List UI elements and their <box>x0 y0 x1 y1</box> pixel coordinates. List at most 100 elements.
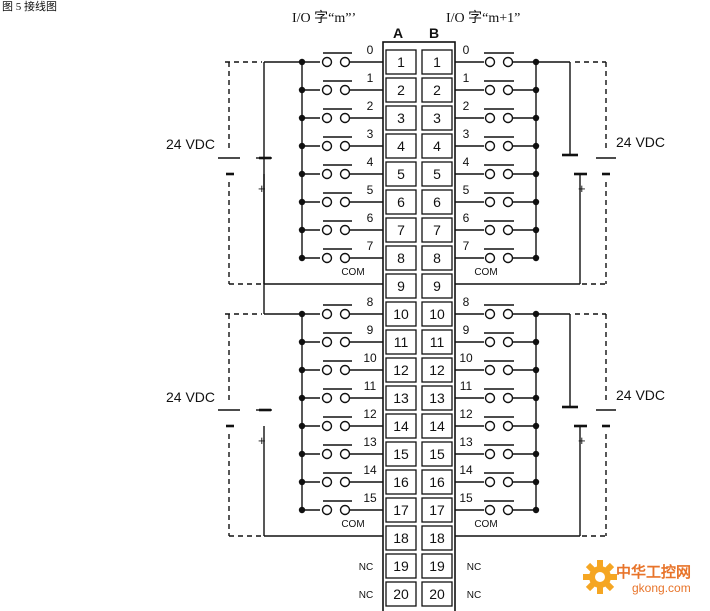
switch-contact <box>321 420 333 432</box>
switch-contact <box>339 448 351 460</box>
gear-icon <box>583 560 617 594</box>
switch-contact <box>484 308 496 320</box>
switch-contact <box>321 224 333 236</box>
terminal-cell-a <box>385 189 417 215</box>
terminal-cell-a <box>385 245 417 271</box>
terminal-cell-a <box>385 77 417 103</box>
nc-label-left: NC <box>359 590 373 601</box>
terminal-cell-a <box>385 469 417 495</box>
terminal-cell-b <box>421 161 453 187</box>
plus-sign-left: + <box>258 433 266 448</box>
terminal-cell-a <box>385 525 417 551</box>
supply-label-left-1: 24 VDC <box>166 136 216 152</box>
terminal-cell-a <box>385 329 417 355</box>
watermark-url: gkong.com <box>632 581 691 595</box>
terminal-cell-b <box>421 77 453 103</box>
switch-contact <box>502 224 514 236</box>
terminal-number-a: 12 <box>393 362 409 378</box>
plus-sign-right: + <box>578 433 586 448</box>
terminal-cell-b <box>421 189 453 215</box>
input-number-right: 11 <box>460 379 473 393</box>
terminal-cell-a <box>385 357 417 383</box>
switch-contact <box>502 140 514 152</box>
input-number-left: 9 <box>367 323 374 337</box>
switch-contact <box>321 84 333 96</box>
switch-contact <box>339 364 351 376</box>
terminal-number-a: 9 <box>397 278 405 294</box>
switch-contact <box>502 84 514 96</box>
terminal-number-b: 16 <box>429 474 445 490</box>
supply-label-right-2: 24 VDC <box>616 387 666 403</box>
terminal-number-b: 14 <box>429 418 445 434</box>
column-a-label: A <box>393 25 404 41</box>
terminal-cell-b <box>421 357 453 383</box>
switch-contact <box>484 476 496 488</box>
terminal-cell-a <box>385 441 417 467</box>
figure-caption: 图 5 接线图 <box>2 1 57 13</box>
terminal-number-a: 6 <box>397 194 405 210</box>
com-label-right: COM <box>474 519 497 530</box>
input-number-right: 14 <box>459 463 473 477</box>
switch-contact <box>339 252 351 264</box>
terminal-cell-a <box>385 301 417 327</box>
terminal-cell-a <box>385 385 417 411</box>
switch-contact <box>339 504 351 516</box>
switch-contact <box>502 476 514 488</box>
input-number-left: 5 <box>367 183 374 197</box>
terminal-cell-b <box>421 49 453 75</box>
switch-contact <box>321 392 333 404</box>
terminal-cell-b <box>421 553 453 579</box>
plus-sign-left: + <box>258 181 266 196</box>
terminal-number-b: 13 <box>429 390 445 406</box>
switch-contact <box>484 84 496 96</box>
input-number-left: 1 <box>367 71 374 85</box>
terminal-cell-b <box>421 385 453 411</box>
terminal-cell-a <box>385 273 417 299</box>
terminal-cell-b <box>421 217 453 243</box>
terminal-cell-b <box>421 301 453 327</box>
terminal-cell-b <box>421 441 453 467</box>
switch-contact <box>484 364 496 376</box>
switch-contact <box>321 476 333 488</box>
switch-contact <box>484 168 496 180</box>
terminal-number-b: 12 <box>429 362 445 378</box>
com-label-left: COM <box>341 519 364 530</box>
io-word-m-label: I/O 字“m”’ <box>292 11 357 26</box>
terminal-cell-b <box>421 581 453 607</box>
supply-label-right-1: 24 VDC <box>616 134 666 150</box>
terminal-number-a: 1 <box>397 54 405 70</box>
input-number-left: 0 <box>367 43 374 57</box>
input-number-left: 12 <box>363 407 377 421</box>
terminal-cell-b <box>421 273 453 299</box>
terminal-cell-a <box>385 217 417 243</box>
terminal-number-a: 14 <box>393 418 409 434</box>
terminal-cell-a <box>385 553 417 579</box>
switch-contact <box>339 476 351 488</box>
terminal-cell-a <box>385 581 417 607</box>
terminal-cell-a <box>385 133 417 159</box>
terminal-cell-b <box>421 245 453 271</box>
switch-contact <box>339 112 351 124</box>
switch-contact <box>321 196 333 208</box>
terminal-cell-b <box>421 329 453 355</box>
terminal-number-b: 6 <box>433 194 441 210</box>
terminal-cell-a <box>385 497 417 523</box>
io-word-m1-label: I/O 字“m+1” <box>446 11 521 26</box>
switch-contact <box>484 112 496 124</box>
terminal-number-a: 15 <box>393 446 409 462</box>
switch-contact <box>339 84 351 96</box>
input-number-right: 7 <box>463 239 470 253</box>
terminal-cell-a <box>385 49 417 75</box>
terminal-number-b: 15 <box>429 446 445 462</box>
switch-contact <box>321 336 333 348</box>
terminal-cell-b <box>421 469 453 495</box>
input-number-right: 4 <box>463 155 470 169</box>
terminal-number-a: 17 <box>393 502 409 518</box>
switch-contact <box>339 420 351 432</box>
terminal-number-b: 2 <box>433 82 441 98</box>
switch-contact <box>484 392 496 404</box>
switch-contact <box>502 112 514 124</box>
terminal-number-b: 19 <box>429 558 445 574</box>
watermark-title: 中华工控网 <box>616 564 692 581</box>
column-b-label: B <box>429 25 440 41</box>
